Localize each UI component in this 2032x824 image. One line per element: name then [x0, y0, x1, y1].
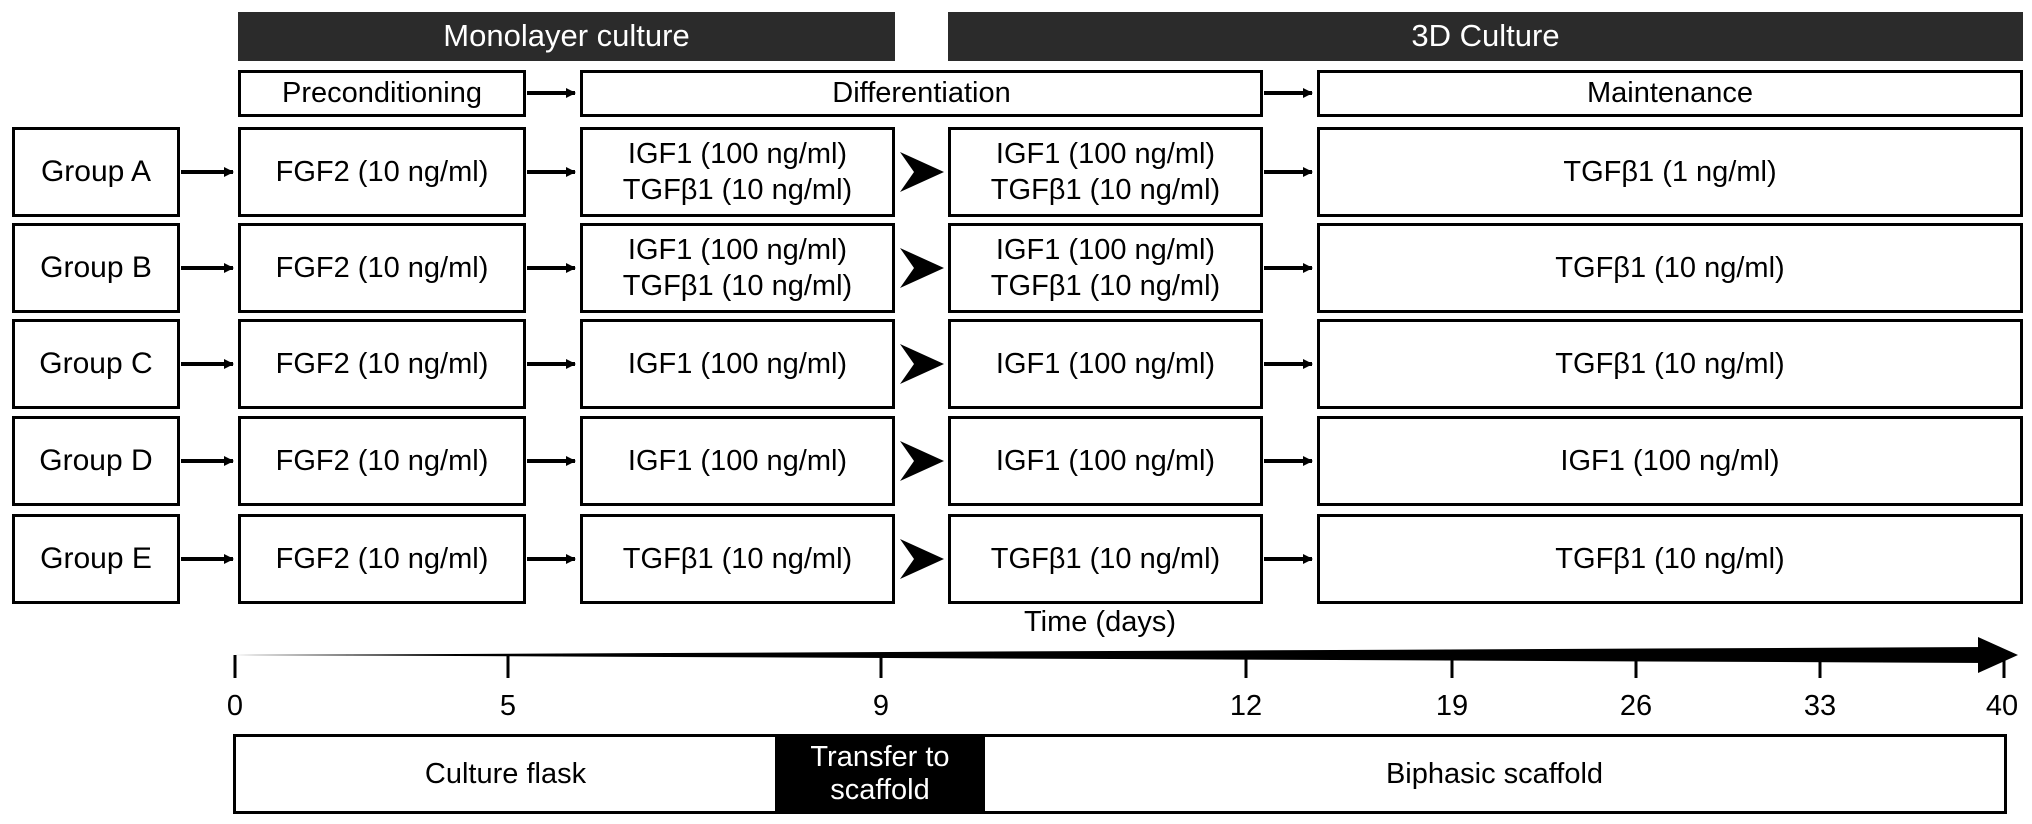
tick-label: 33	[1803, 690, 1837, 722]
treatment-text: FGF2 (10 ng/ml)	[275, 347, 489, 380]
group-e-box: Group E	[12, 514, 180, 604]
group-d-maintenance: IGF1 (100 ng/ml)	[1317, 416, 2023, 506]
chevron-right-icon	[900, 344, 944, 384]
treatment-text: TGFβ1 (10 ng/ml)	[1555, 542, 1785, 575]
timeline-arrowhead-icon	[1978, 637, 2018, 673]
group-d-diff-3d: IGF1 (100 ng/ml)	[948, 416, 1263, 506]
group-c-maintenance: TGFβ1 (10 ng/ml)	[1317, 319, 2023, 409]
group-a-box: Group A	[12, 127, 180, 217]
group-label: Group A	[40, 155, 152, 189]
treatment-text: TGFβ1 (10 ng/ml)	[1555, 251, 1785, 284]
treatment-text: IGF1 (100 ng/ml)	[995, 347, 1216, 380]
treatment-text: IGF1 (100 ng/ml)	[1560, 444, 1780, 477]
group-d-precondition: FGF2 (10 ng/ml)	[238, 416, 526, 506]
tick-label: 19	[1435, 690, 1469, 722]
chevron-right-icon	[900, 539, 944, 579]
group-b-diff-3d: IGF1 (100 ng/ml) TGFβ1 (10 ng/ml)	[948, 223, 1263, 313]
group-a-maintenance: TGFβ1 (1 ng/ml)	[1317, 127, 2023, 217]
group-b-box: Group B	[12, 223, 180, 313]
differentiation-header: Differentiation	[580, 70, 1263, 117]
group-b-precondition: FGF2 (10 ng/ml)	[238, 223, 526, 313]
chevron-right-icon	[900, 441, 944, 481]
culture-flask-box: Culture flask	[233, 734, 778, 814]
biphasic-scaffold-label: Biphasic scaffold	[1385, 757, 1604, 790]
tick-label: 9	[872, 690, 890, 722]
maintenance-label: Maintenance	[1586, 77, 1754, 110]
group-b-diff-monolayer: IGF1 (100 ng/ml) TGFβ1 (10 ng/ml)	[580, 223, 895, 313]
treatment-text: TGFβ1 (1 ng/ml)	[1563, 155, 1777, 188]
biphasic-scaffold-box: Biphasic scaffold	[982, 734, 2007, 814]
differentiation-label: Differentiation	[832, 77, 1011, 110]
group-a-diff-3d: IGF1 (100 ng/ml) TGFβ1 (10 ng/ml)	[948, 127, 1263, 217]
group-b-maintenance: TGFβ1 (10 ng/ml)	[1317, 223, 2023, 313]
treatment-text: FGF2 (10 ng/ml)	[275, 542, 489, 575]
treatment-text: TGFβ1 (10 ng/ml)	[622, 270, 853, 302]
transfer-to-scaffold-box: Transfer to scaffold	[775, 734, 985, 814]
group-label: Group D	[39, 444, 153, 478]
group-e-maintenance: TGFβ1 (10 ng/ml)	[1317, 514, 2023, 604]
tick-label: 12	[1229, 690, 1263, 722]
treatment-text: FGF2 (10 ng/ml)	[275, 444, 489, 477]
group-e-diff-monolayer: TGFβ1 (10 ng/ml)	[580, 514, 895, 604]
timeline-title: Time (days)	[1024, 606, 1176, 638]
group-label: Group E	[40, 542, 152, 576]
group-label: Group C	[39, 347, 153, 381]
tick-label: 5	[499, 690, 517, 722]
treatment-text: IGF1 (100 ng/ml)	[627, 233, 848, 266]
group-c-diff-monolayer: IGF1 (100 ng/ml)	[580, 319, 895, 409]
group-a-diff-monolayer: IGF1 (100 ng/ml) TGFβ1 (10 ng/ml)	[580, 127, 895, 217]
3d-culture-label: 3D Culture	[1411, 18, 1560, 54]
treatment-text: TGFβ1 (10 ng/ml)	[990, 542, 1221, 575]
chevron-right-icon	[900, 152, 944, 192]
tick-label: 0	[226, 690, 244, 722]
group-c-precondition: FGF2 (10 ng/ml)	[238, 319, 526, 409]
treatment-text: IGF1 (100 ng/ml)	[627, 444, 848, 477]
treatment-text: IGF1 (100 ng/ml)	[627, 347, 848, 380]
preconditioning-label: Preconditioning	[282, 77, 482, 110]
preconditioning-header: Preconditioning	[238, 70, 526, 117]
tick-label: 26	[1619, 690, 1653, 722]
transfer-label-line1: Transfer to	[810, 740, 950, 773]
treatment-text: IGF1 (100 ng/ml)	[995, 444, 1216, 477]
group-e-precondition: FGF2 (10 ng/ml)	[238, 514, 526, 604]
group-a-precondition: FGF2 (10 ng/ml)	[238, 127, 526, 217]
3d-culture-header: 3D Culture	[948, 12, 2023, 61]
monolayer-culture-header: Monolayer culture	[238, 12, 895, 61]
group-c-diff-3d: IGF1 (100 ng/ml)	[948, 319, 1263, 409]
transfer-label-line2: scaffold	[830, 774, 930, 806]
treatment-text: IGF1 (100 ng/ml)	[627, 137, 848, 170]
treatment-text: TGFβ1 (10 ng/ml)	[622, 542, 853, 575]
culture-flask-label: Culture flask	[424, 757, 587, 790]
treatment-text: IGF1 (100 ng/ml)	[995, 137, 1216, 170]
maintenance-header: Maintenance	[1317, 70, 2023, 117]
treatment-text: TGFβ1 (10 ng/ml)	[622, 174, 853, 206]
treatment-text: TGFβ1 (10 ng/ml)	[990, 174, 1221, 206]
group-label: Group B	[40, 251, 152, 285]
treatment-text: IGF1 (100 ng/ml)	[995, 233, 1216, 266]
tick-label: 40	[1985, 690, 2019, 722]
group-e-diff-3d: TGFβ1 (10 ng/ml)	[948, 514, 1263, 604]
chevron-right-icon	[900, 248, 944, 288]
monolayer-culture-label: Monolayer culture	[443, 18, 690, 54]
treatment-text: FGF2 (10 ng/ml)	[275, 251, 489, 284]
group-d-diff-monolayer: IGF1 (100 ng/ml)	[580, 416, 895, 506]
treatment-text: TGFβ1 (10 ng/ml)	[1555, 347, 1785, 380]
group-d-box: Group D	[12, 416, 180, 506]
timeline-axis	[233, 637, 2018, 678]
treatment-text: TGFβ1 (10 ng/ml)	[990, 270, 1221, 302]
treatment-text: FGF2 (10 ng/ml)	[275, 155, 489, 188]
group-c-box: Group C	[12, 319, 180, 409]
